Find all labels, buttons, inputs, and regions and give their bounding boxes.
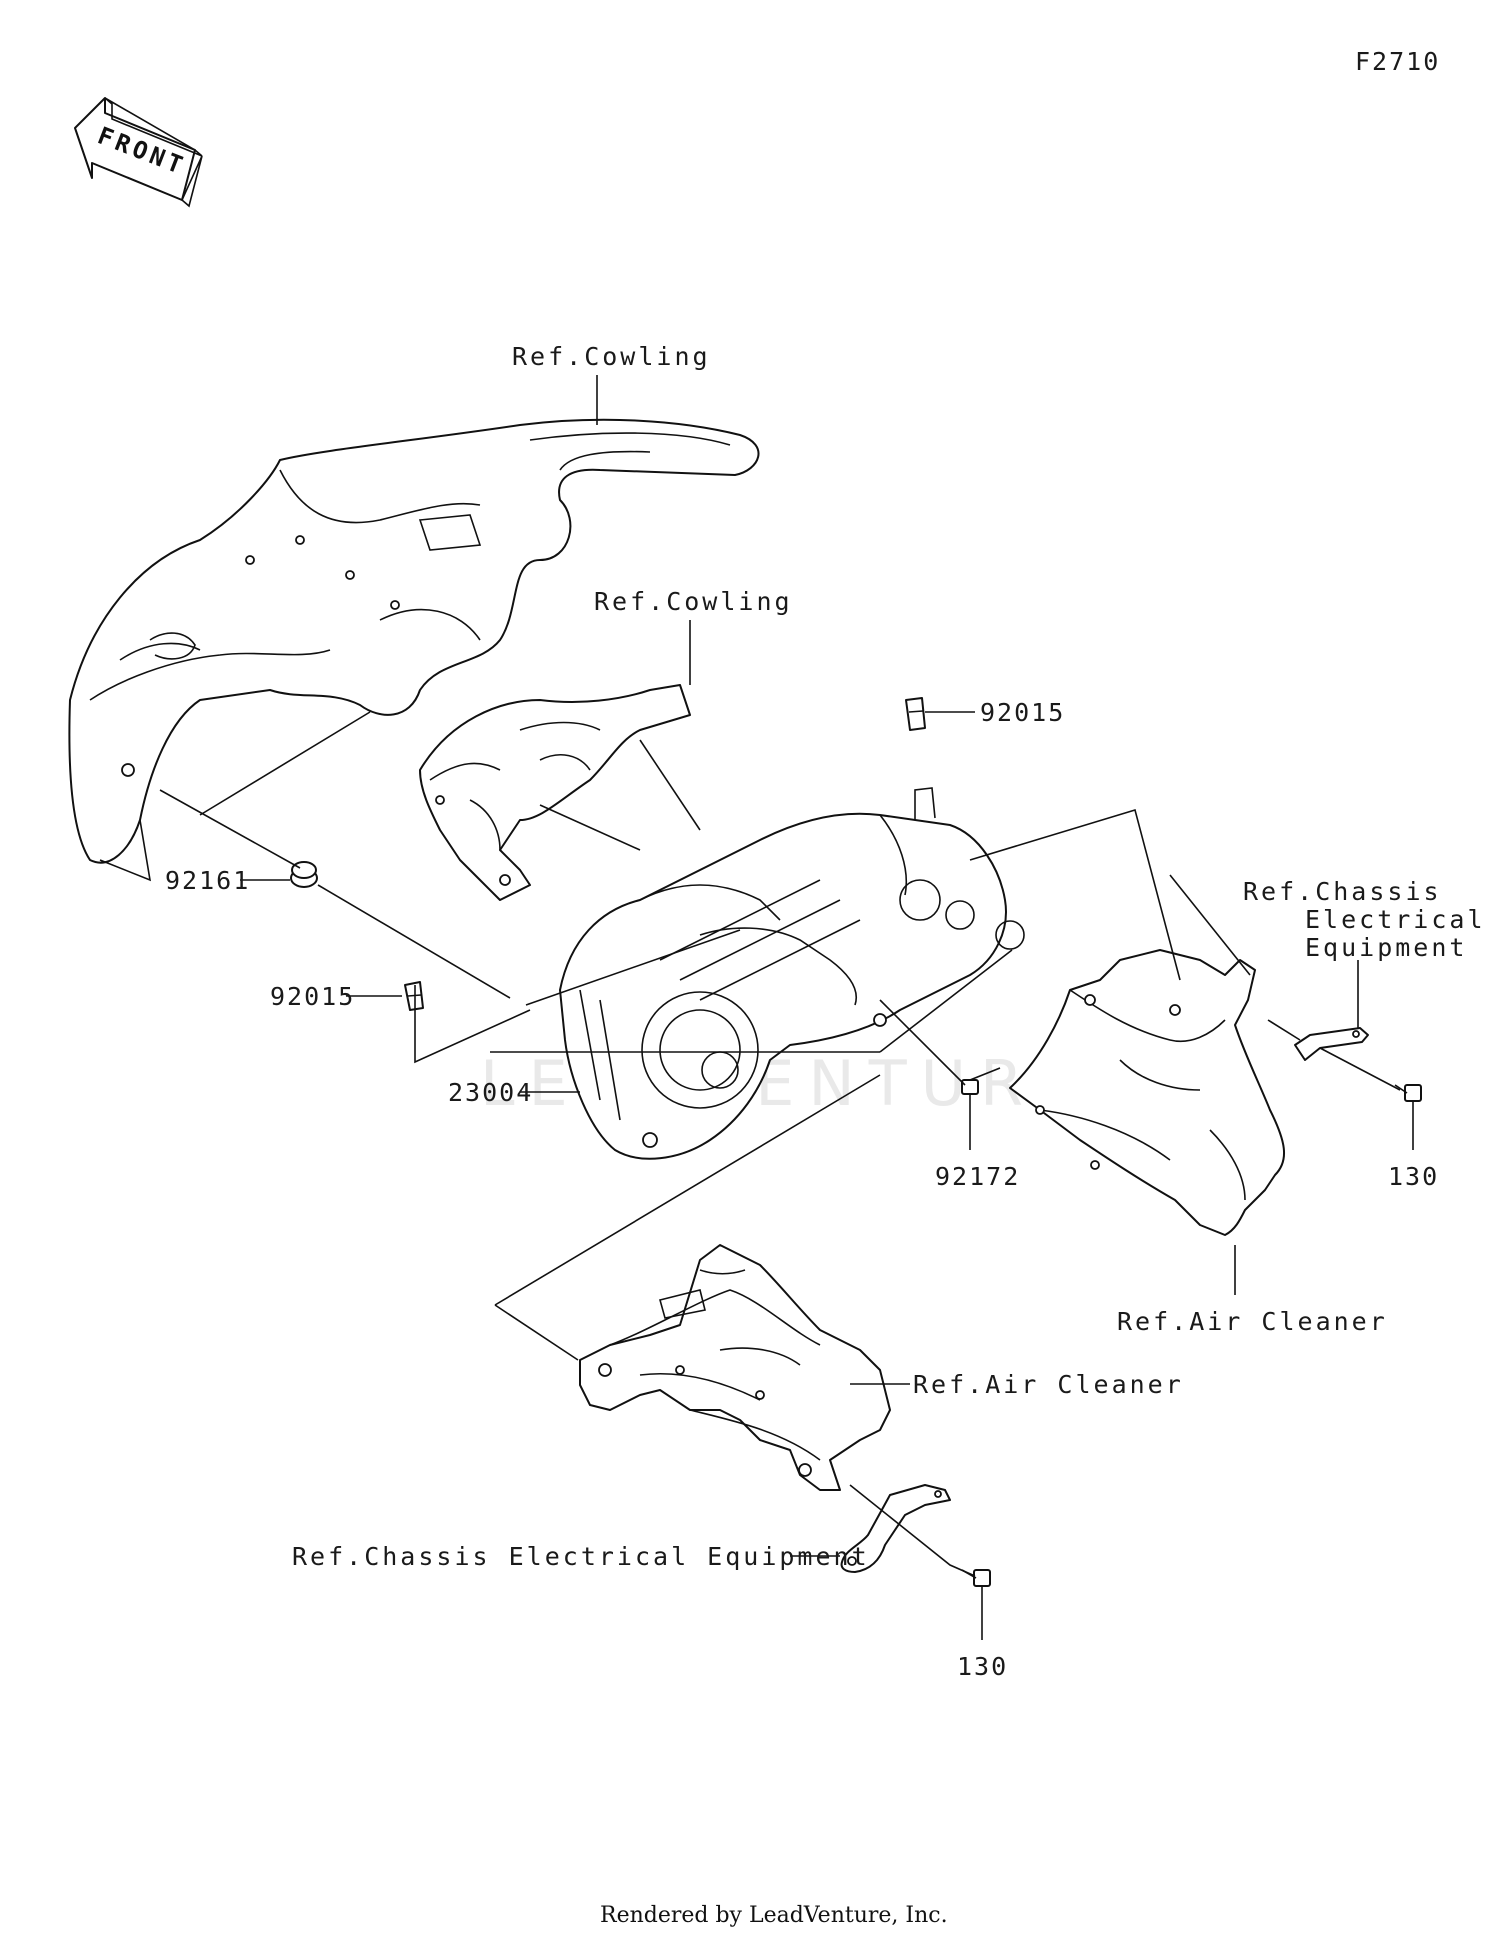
- ref-cowling-upper-label: Ref.Cowling: [512, 342, 711, 371]
- lower-cowling-part: [419, 684, 691, 901]
- bracket-bottom-part: [840, 1484, 951, 1573]
- part-130-bottom-label: 130: [957, 1652, 1008, 1681]
- part-92015-left-callout: 92015: [270, 982, 402, 1011]
- ref-cowling-lower-callout: Ref.Cowling: [594, 587, 793, 685]
- upper-cowling-part: [68, 418, 760, 882]
- part-92015-top-callout: 92015: [925, 698, 1065, 727]
- ref-air-cleaner-bottom-label: Ref.Air Cleaner: [913, 1370, 1184, 1399]
- bolt-130-bottom-part: [961, 1569, 991, 1587]
- clip-92015-top-part: [905, 697, 926, 731]
- part-23004-callout: 23004: [448, 1078, 580, 1107]
- ref-air-cleaner-right-callout: Ref.Air Cleaner: [1117, 1245, 1388, 1336]
- ref-chassis-right-callout: Ref.Chassis Electrical Equipment: [1243, 877, 1486, 1028]
- air-cleaner-bottom-part: [579, 1244, 891, 1491]
- ref-cowling-lower-label: Ref.Cowling: [594, 587, 793, 616]
- part-130-right-label: 130: [1388, 1162, 1439, 1191]
- part-23004-label: 23004: [448, 1078, 533, 1107]
- ref-air-cleaner-right-label: Ref.Air Cleaner: [1117, 1307, 1388, 1336]
- ref-cowling-upper-callout: Ref.Cowling: [512, 342, 711, 425]
- footer-credit: Rendered by LeadVenture, Inc.: [600, 1903, 948, 1928]
- assembly-guide-lines: [159, 711, 1401, 1577]
- ref-chassis-right-line3: Equipment: [1305, 933, 1467, 962]
- bolt-130-right-part: [1394, 1084, 1422, 1102]
- part-92161-label: 92161: [165, 866, 250, 895]
- ref-air-cleaner-bottom-callout: Ref.Air Cleaner: [850, 1370, 1184, 1399]
- bracket-right-part: [1294, 1027, 1369, 1061]
- ref-chassis-bottom-label: Ref.Chassis Electrical Equipment: [292, 1542, 870, 1571]
- part-92172-callout: 92172: [935, 1094, 1020, 1191]
- ref-chassis-right-line1: Ref.Chassis: [1243, 877, 1442, 906]
- part-92015-left-label: 92015: [270, 982, 355, 1011]
- part-92015-top-label: 92015: [980, 698, 1065, 727]
- part-130-right-callout: 130: [1388, 1101, 1439, 1191]
- ref-chassis-bottom-callout: Ref.Chassis Electrical Equipment: [292, 1542, 870, 1571]
- headlight-assembly-part: [559, 787, 1025, 1160]
- ref-chassis-right-line2: Electrical: [1305, 905, 1486, 934]
- air-cleaner-right-part: [1009, 949, 1286, 1236]
- diagram-code: F2710: [1355, 47, 1440, 76]
- front-arrow-icon: FRONT: [74, 97, 203, 208]
- part-130-bottom-callout: 130: [957, 1586, 1008, 1681]
- clip-92015-left-part: [404, 981, 424, 1011]
- part-92172-label: 92172: [935, 1162, 1020, 1191]
- part-92161-callout: 92161: [165, 866, 290, 895]
